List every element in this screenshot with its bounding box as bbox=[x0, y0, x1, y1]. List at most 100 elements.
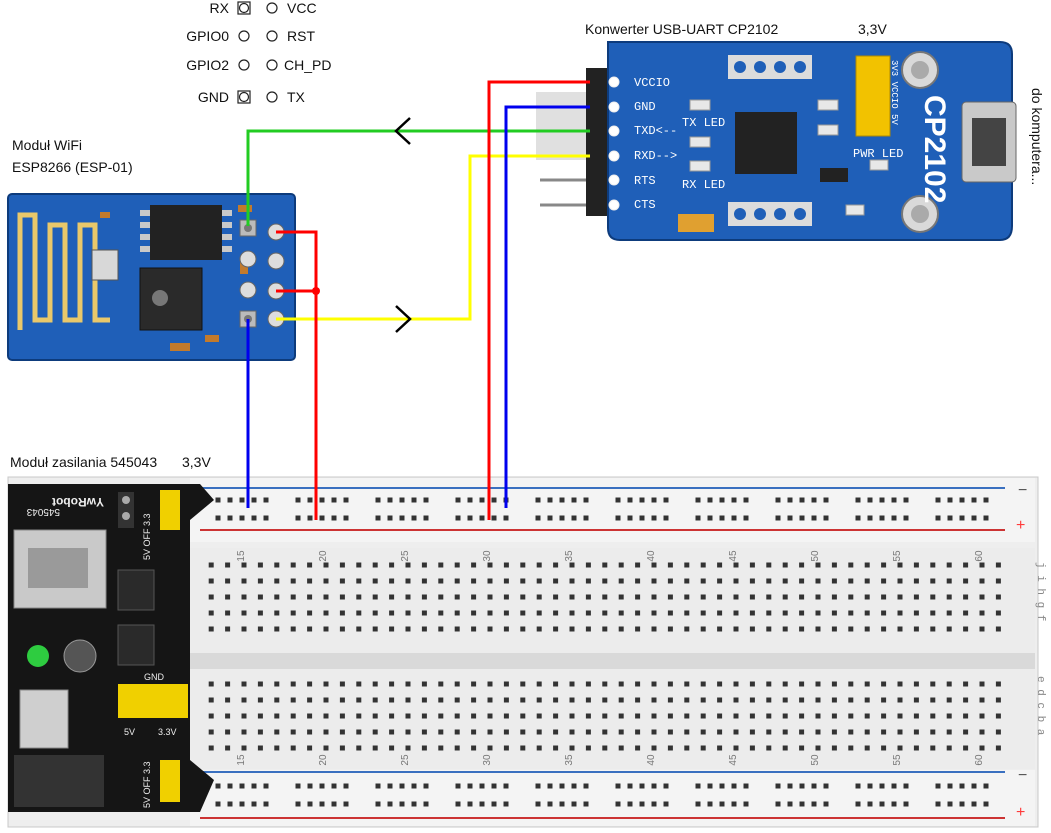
esp-crystal bbox=[91, 249, 119, 281]
esp8266-module bbox=[7, 193, 296, 361]
breadboard-rows-upper: j i h g f bbox=[1034, 562, 1046, 621]
power-capacitor bbox=[63, 639, 97, 673]
breadboard-column-number: 60 bbox=[974, 754, 985, 766]
esp-soc-chip bbox=[139, 267, 203, 331]
breadboard-column-number: 40 bbox=[646, 754, 657, 766]
breadboard-column-number: 30 bbox=[482, 754, 493, 766]
pinout-label-vcc: VCC bbox=[287, 0, 317, 16]
rail-bottom-minus: − bbox=[1018, 767, 1027, 784]
wire-red-usb bbox=[487, 80, 590, 520]
wire-junction bbox=[312, 287, 320, 295]
power-gnd-label: GND bbox=[144, 672, 165, 682]
pinout-label-ch-pd: CH_PD bbox=[284, 57, 331, 73]
usb-pin-rts: RTS bbox=[634, 174, 656, 188]
breadboard-numbers-bottom: 15 20 25 30 35 40 45 50 55 60 bbox=[236, 754, 985, 766]
power-title: Moduł zasilania 545043 bbox=[10, 454, 157, 470]
wire-blue-usb bbox=[504, 105, 590, 508]
power-part: 545043 bbox=[26, 506, 60, 517]
breadboard-column-number: 30 bbox=[482, 550, 493, 562]
wires bbox=[246, 80, 590, 520]
breadboard-column-number: 15 bbox=[236, 550, 247, 562]
rail-top-minus: − bbox=[1018, 482, 1027, 499]
breadboard-column-number: 45 bbox=[728, 754, 739, 766]
usb-pcb bbox=[607, 41, 1013, 241]
usb-pin-gnd: GND bbox=[634, 100, 656, 114]
usb-voltage-jumper bbox=[855, 55, 891, 137]
rail-top-plus: + bbox=[1016, 517, 1025, 534]
power-voltage: 3,3V bbox=[182, 454, 211, 470]
wire-red-esp bbox=[276, 230, 318, 520]
breadboard-column-number: 45 bbox=[728, 550, 739, 562]
esp-title-line1: Moduł WiFi bbox=[12, 137, 82, 153]
esp-antenna bbox=[17, 212, 110, 330]
breadboard-column-number: 60 bbox=[974, 550, 985, 562]
power-regulator-1 bbox=[117, 569, 155, 611]
breadboard-column-number: 55 bbox=[892, 550, 903, 562]
cp2102-module: VCCIO GND TXD<-- RXD--> RTS CTS TX LED R… bbox=[536, 41, 1045, 241]
breadboard-column-number: 55 bbox=[892, 754, 903, 766]
power-regulator-2 bbox=[117, 624, 155, 666]
esp-title-line2: ESP8266 (ESP-01) bbox=[12, 159, 133, 175]
usb-title: Konwerter USB-UART CP2102 bbox=[585, 21, 778, 37]
breadboard-column-number: 50 bbox=[810, 754, 821, 766]
pinout-label-gnd: GND bbox=[198, 89, 229, 105]
breadboard-rows-lower: e d c b a bbox=[1034, 676, 1046, 736]
pinout-legend: RX GPIO0 GPIO2 GND VCC RST CH_PD TX bbox=[186, 0, 331, 105]
breadboard-column-number: 20 bbox=[318, 550, 329, 562]
breadboard-column-number: 35 bbox=[564, 550, 575, 562]
pinout-label-gpio0: GPIO0 bbox=[186, 28, 229, 44]
pinout-pins bbox=[237, 1, 278, 104]
pinout-pin bbox=[266, 2, 278, 14]
power-led bbox=[27, 645, 49, 667]
power-dc-jack bbox=[14, 755, 104, 807]
usb-header bbox=[586, 68, 608, 216]
usb-pads-top bbox=[728, 55, 812, 79]
usb-cp2102-chip bbox=[735, 112, 797, 174]
usb-to-computer-label: do komputera... bbox=[1029, 88, 1045, 185]
breadboard-column-number: 40 bbox=[646, 550, 657, 562]
usb-capacitor bbox=[678, 214, 714, 232]
breadboard-column-number: 25 bbox=[400, 754, 411, 766]
rail-bottom-plus: + bbox=[1016, 804, 1025, 821]
usb-pin-txd: TXD<-- bbox=[634, 124, 677, 138]
usb-cp2102-label: CP2102 bbox=[918, 95, 951, 203]
breadboard-column-number: 35 bbox=[564, 754, 575, 766]
pinout-label-rx: RX bbox=[210, 0, 230, 16]
power-output-header bbox=[118, 684, 188, 718]
power-sel-bottom: 5V OFF 3.3 bbox=[142, 761, 152, 808]
usb-small-ic bbox=[820, 168, 848, 182]
power-supply-module: YwRobot 545043 5V OFF 3.3 GND 5V 3.3V 5V… bbox=[8, 484, 214, 812]
pinout-label-tx: TX bbox=[287, 89, 306, 105]
arrow-yellow bbox=[395, 305, 412, 333]
power-jumper-top bbox=[160, 490, 180, 530]
wire-yellow bbox=[276, 154, 590, 321]
power-switch bbox=[19, 689, 69, 749]
usb-pin-shadow bbox=[536, 92, 588, 160]
breadboard-column-number: 50 bbox=[810, 550, 821, 562]
power-out-5v: 5V bbox=[124, 727, 135, 737]
breadboard-column-number: 15 bbox=[236, 754, 247, 766]
usb-jumper-label: 3V3 VCCIO 5V bbox=[889, 60, 899, 125]
power-brand: YwRobot bbox=[52, 495, 104, 509]
power-jumper-bottom bbox=[160, 760, 180, 802]
usb-voltage: 3,3V bbox=[858, 21, 887, 37]
usb-pads-bottom bbox=[728, 202, 812, 226]
pinout-label-rst: RST bbox=[287, 28, 315, 44]
arrow-green bbox=[394, 117, 411, 145]
power-sel-top: 5V OFF 3.3 bbox=[142, 513, 152, 560]
power-out-3v3: 3.3V bbox=[158, 727, 177, 737]
breadboard-column-number: 25 bbox=[400, 550, 411, 562]
usb-pwr-led-label: PWR LED bbox=[853, 147, 903, 161]
breadboard-holes bbox=[208, 497, 1001, 807]
usb-pin-rxd: RXD--> bbox=[634, 149, 677, 163]
breadboard-center-channel bbox=[190, 653, 1035, 669]
pinout-label-gpio2: GPIO2 bbox=[186, 57, 229, 73]
usb-tx-led-label: TX LED bbox=[682, 116, 725, 130]
breadboard-numbers-top: 15 20 25 30 35 40 45 50 55 60 bbox=[236, 550, 985, 562]
breadboard-column-number: 20 bbox=[318, 754, 329, 766]
usb-pin-cts: CTS bbox=[634, 198, 656, 212]
usb-pin-vccio: VCCIO bbox=[634, 76, 670, 90]
usb-rx-led-label: RX LED bbox=[682, 178, 725, 192]
wire-green bbox=[246, 129, 590, 226]
